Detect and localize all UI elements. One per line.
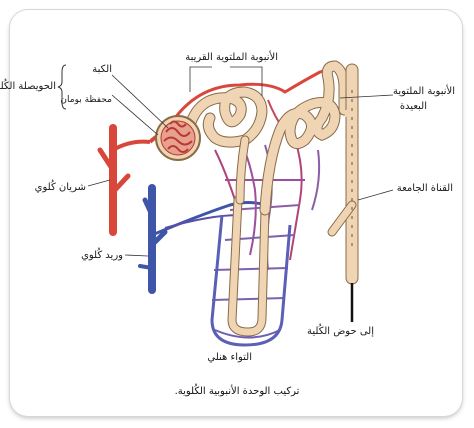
label-proximal-tubule: الأنبوبة الملتوية القريبة [185, 52, 278, 63]
label-distal-tubule-line2: البعيدة [399, 101, 427, 112]
label-to-renal-pelvis: إلى حوض الكُلية [307, 326, 374, 337]
label-loop-of-henle: التواء هنلي [207, 352, 252, 363]
glomerulus [155, 115, 201, 161]
label-renal-vein: وريد كُلوي [81, 250, 123, 261]
label-renal-corpuscle: الحويصلة الكُلوية [0, 81, 56, 92]
corpuscle-brace [57, 64, 67, 110]
label-renal-artery: شريان كُلوي [34, 182, 86, 193]
leader-lines [87, 66, 394, 257]
vasa-recta [210, 214, 292, 347]
figure-caption: تركيب الوحدة الأنبوبية الكُلوية. [174, 386, 300, 397]
proximal-tubule [184, 86, 268, 205]
label-collecting-duct: القناة الجامعة [396, 183, 453, 194]
label-glomerulus: الكبة [92, 64, 112, 75]
collecting-duct [327, 63, 359, 285]
label-distal-tubule-line1: الأنبوبة الملتوية [392, 86, 455, 97]
label-bowmans-capsule: محفظة بومان [60, 95, 112, 105]
renal-artery [97, 124, 151, 236]
distal-tubule [259, 60, 350, 216]
